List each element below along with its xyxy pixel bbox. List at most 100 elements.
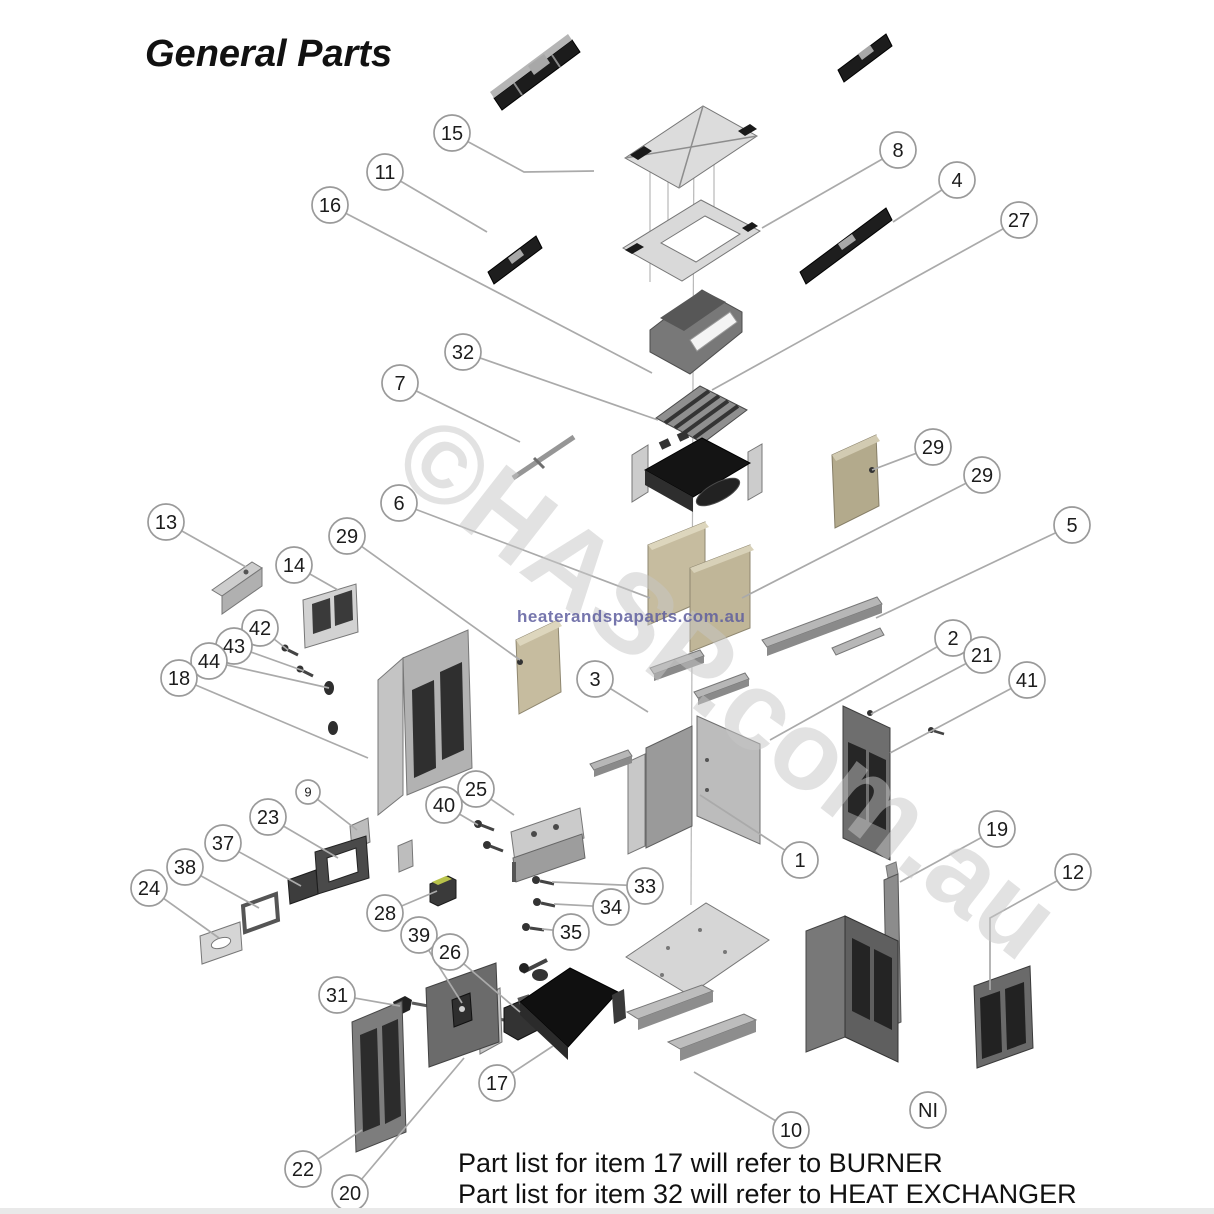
balloon-circle[interactable]: [328, 517, 366, 555]
balloon-label: 40: [433, 795, 455, 817]
balloon-circle[interactable]: [1008, 661, 1046, 699]
balloon-circle[interactable]: [1053, 506, 1091, 544]
balloon-label: 39: [408, 925, 430, 947]
callout-balloon-23[interactable]: 23: [249, 798, 287, 836]
leader-line-11-1: [400, 180, 488, 233]
callout-balloon-29[interactable]: 29: [914, 428, 952, 466]
balloon-circle[interactable]: [275, 546, 313, 584]
balloon-circle[interactable]: [366, 153, 404, 191]
refractory-panels: [515, 434, 880, 715]
balloon-circle[interactable]: [626, 867, 664, 905]
balloon-circle[interactable]: [457, 770, 495, 808]
callout-balloon-38[interactable]: 38: [166, 848, 204, 886]
balloon-circle[interactable]: [576, 660, 614, 698]
callout-balloon-39[interactable]: 39: [400, 916, 438, 954]
balloon-circle[interactable]: [284, 1150, 322, 1188]
callout-balloon-15[interactable]: 15: [433, 114, 471, 152]
leader-line-6-8: [415, 508, 651, 599]
leader-line-24-32: [163, 897, 220, 939]
callout-balloon-42[interactable]: 42: [241, 609, 279, 647]
balloon-label: NI: [918, 1100, 938, 1122]
balloon-circle[interactable]: [160, 659, 198, 697]
balloon-circle[interactable]: [311, 186, 349, 224]
balloon-circle[interactable]: [909, 1091, 947, 1129]
callout-balloon-12[interactable]: 12: [1054, 853, 1092, 891]
callout-balloon-34[interactable]: 34: [592, 888, 630, 926]
balloon-circle[interactable]: [1054, 853, 1092, 891]
callout-balloon-21[interactable]: 21: [963, 636, 1001, 674]
callout-balloon-28[interactable]: 28: [366, 894, 404, 932]
callout-balloon-14[interactable]: 14: [275, 546, 313, 584]
balloon-circle[interactable]: [366, 894, 404, 932]
callout-balloon-17[interactable]: 17: [478, 1064, 516, 1102]
balloon-circle[interactable]: [166, 848, 204, 886]
callout-balloon-26[interactable]: 26: [431, 933, 469, 971]
balloon-circle[interactable]: [249, 798, 287, 836]
balloon-circle[interactable]: [934, 619, 972, 657]
callout-balloon-1[interactable]: 1: [781, 841, 819, 879]
callout-balloon-31[interactable]: 31: [318, 976, 356, 1014]
callout-balloon-33[interactable]: 33: [626, 867, 664, 905]
balloon-circle[interactable]: [295, 779, 321, 805]
callout-balloon-41[interactable]: 41: [1008, 661, 1046, 699]
callout-balloon-40[interactable]: 40: [425, 786, 463, 824]
callout-balloon-13[interactable]: 13: [147, 503, 185, 541]
balloon-circle[interactable]: [772, 1111, 810, 1149]
balloon-circle[interactable]: [241, 609, 279, 647]
callout-balloon-44[interactable]: 44: [190, 642, 228, 680]
callout-balloon-8[interactable]: 8: [879, 131, 917, 169]
side-louver-panel-left: [487, 235, 543, 285]
leader-line-3-22: [609, 687, 649, 713]
balloon-circle[interactable]: [1000, 201, 1038, 239]
balloon-circle[interactable]: [592, 888, 630, 926]
balloon-circle[interactable]: [381, 364, 419, 402]
callout-balloon-NI[interactable]: NI: [909, 1091, 947, 1129]
callout-balloon-19[interactable]: 19: [978, 810, 1016, 848]
balloon-circle[interactable]: [478, 1064, 516, 1102]
callout-balloon-5[interactable]: 5: [1053, 506, 1091, 544]
balloon-circle[interactable]: [444, 333, 482, 371]
balloon-circle[interactable]: [130, 869, 168, 907]
balloon-circle[interactable]: [978, 810, 1016, 848]
callout-balloon-18[interactable]: 18: [160, 659, 198, 697]
callout-balloon-9[interactable]: 9: [295, 779, 321, 805]
callout-balloon-24[interactable]: 24: [130, 869, 168, 907]
balloon-circle[interactable]: [433, 114, 471, 152]
callout-balloon-20[interactable]: 20: [331, 1174, 369, 1212]
callout-balloon-2[interactable]: 2: [934, 619, 972, 657]
callout-balloon-29[interactable]: 29: [328, 517, 366, 555]
balloon-circle[interactable]: [963, 456, 1001, 494]
leader-line-15-0: [467, 140, 595, 173]
callout-balloon-16[interactable]: 16: [311, 186, 349, 224]
callout-balloon-6[interactable]: 6: [380, 484, 418, 522]
callout-balloon-7[interactable]: 7: [381, 364, 419, 402]
balloon-circle[interactable]: [400, 916, 438, 954]
callout-balloon-10[interactable]: 10: [772, 1111, 810, 1149]
callout-balloon-32[interactable]: 32: [444, 333, 482, 371]
balloon-circle[interactable]: [914, 428, 952, 466]
balloon-circle[interactable]: [425, 786, 463, 824]
callout-balloon-3[interactable]: 3: [576, 660, 614, 698]
balloon-circle[interactable]: [318, 976, 356, 1014]
callout-balloon-11[interactable]: 11: [366, 153, 404, 191]
callout-balloon-29[interactable]: 29: [963, 456, 1001, 494]
balloon-circle[interactable]: [938, 161, 976, 199]
callout-balloon-25[interactable]: 25: [457, 770, 495, 808]
callout-balloon-37[interactable]: 37: [204, 824, 242, 862]
balloon-circle[interactable]: [431, 933, 469, 971]
base-assembly: [625, 902, 770, 1061]
balloon-circle[interactable]: [879, 131, 917, 169]
balloon-circle[interactable]: [380, 484, 418, 522]
callout-balloon-22[interactable]: 22: [284, 1150, 322, 1188]
callout-balloon-35[interactable]: 35: [552, 913, 590, 951]
leader-line-9-28: [316, 798, 358, 831]
balloon-label: 37: [212, 833, 234, 855]
callout-balloon-4[interactable]: 4: [938, 161, 976, 199]
balloon-circle[interactable]: [552, 913, 590, 951]
balloon-circle[interactable]: [204, 824, 242, 862]
balloon-circle[interactable]: [781, 841, 819, 879]
balloon-circle[interactable]: [190, 642, 228, 680]
balloon-circle[interactable]: [147, 503, 185, 541]
callout-balloon-27[interactable]: 27: [1000, 201, 1038, 239]
balloon-circle[interactable]: [963, 636, 1001, 674]
